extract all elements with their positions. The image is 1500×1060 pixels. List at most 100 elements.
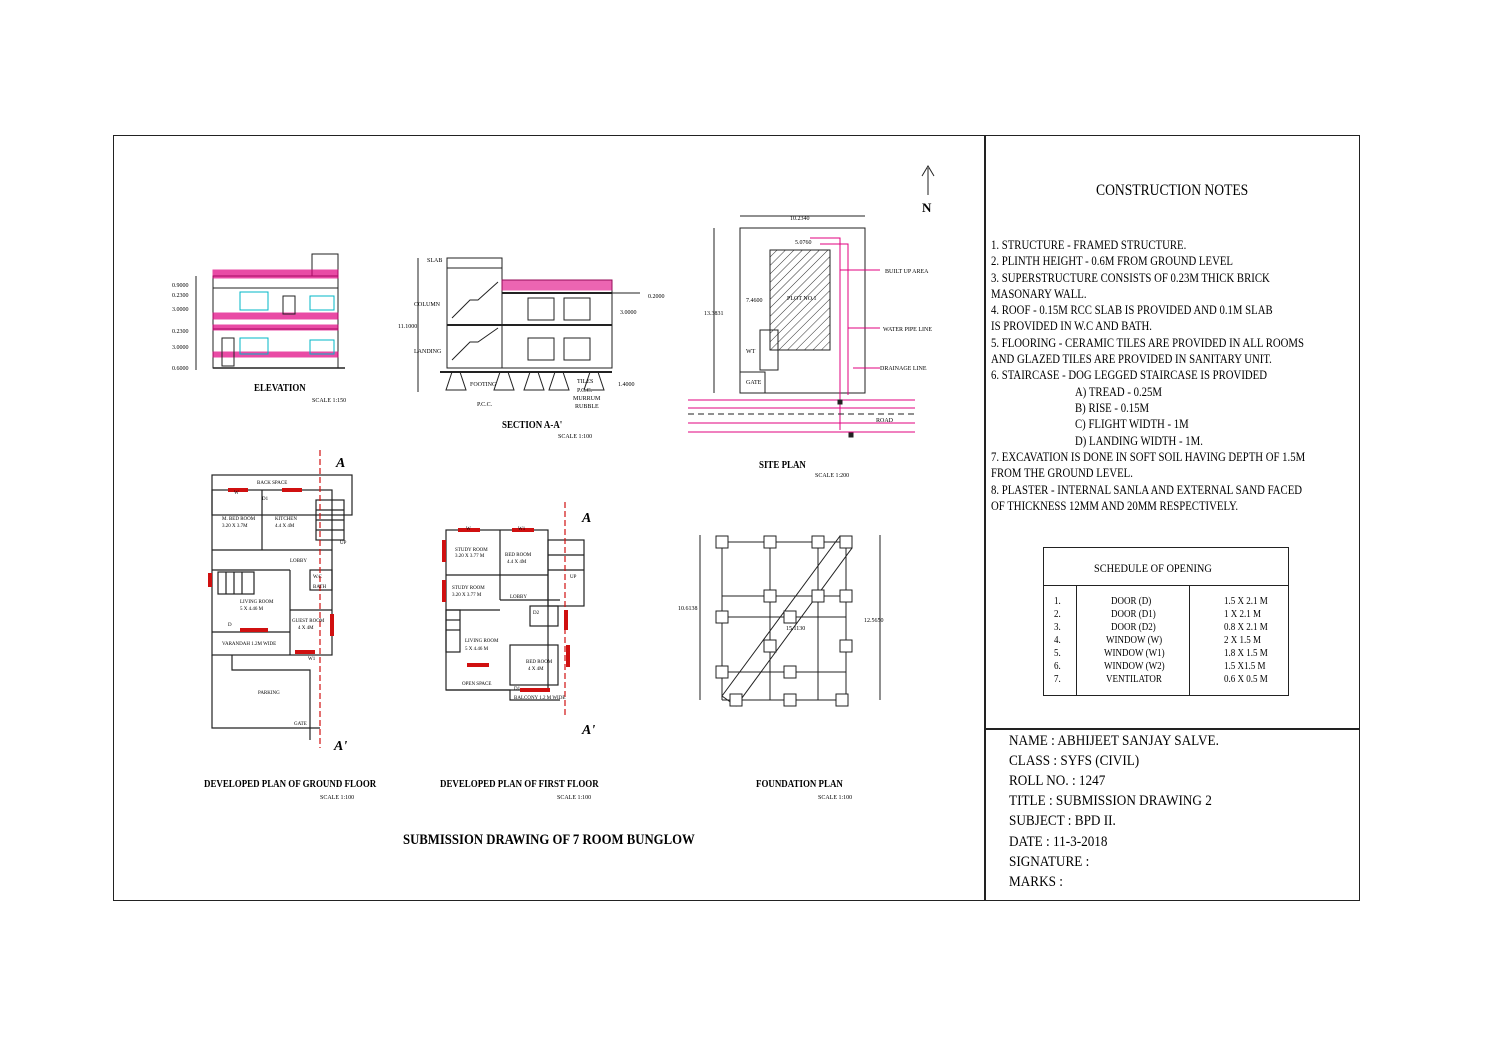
ground-label-living: LIVING ROOM (240, 600, 274, 605)
table-row: 6.WINDOW (W2)1.5 X1.5 M (1054, 661, 1266, 672)
schedule-header: SCHEDULE OF OPENING (1044, 548, 1288, 586)
elevation-drawing (195, 253, 345, 370)
site-plan-drawing (688, 165, 935, 438)
ground-mark-d1: D1 (262, 497, 269, 502)
elevation-dim-floor0: 3.0000 (172, 345, 189, 351)
ground-label-parking: PARKING (258, 691, 280, 696)
first-label-living-size: 5 X 4.46 M (465, 647, 489, 652)
table-row: 4.WINDOW (W)2 X 1.5 M (1054, 635, 1262, 646)
note-line: IS PROVIDED IN W.C AND BATH. (991, 319, 1152, 333)
section-label-pcc2: P.C.C. (577, 388, 593, 394)
main-title: SUBMISSION DRAWING OF 7 ROOM BUNGLOW (403, 832, 695, 848)
info-date: DATE : 11-3-2018 (1009, 834, 1108, 850)
site-dim-height: 13.3831 (704, 311, 724, 317)
ground-label-verandah: VARANDAH 1.2M WIDE (222, 642, 276, 647)
first-mark-d2: D2 (533, 611, 540, 616)
first-label-balcony: BALCONY 1.2 M WIDE (514, 696, 565, 701)
section-label-column: COLUMN (414, 302, 441, 308)
section-label-murrum: MURRUM (573, 396, 601, 402)
info-name: NAME : ABHIJEET SANJAY SALVE. (1009, 733, 1219, 749)
site-label-built-up: BUILT UP AREA (885, 269, 929, 275)
section-label-rubble: RUBBLE (575, 404, 599, 410)
ground-section-mark-top: A (335, 456, 345, 471)
site-plan-scale: SCALE 1:200 (815, 473, 850, 479)
first-floor-caption: DEVELOPED PLAN OF FIRST FLOOR (440, 779, 599, 790)
foundation-footings (715, 535, 853, 707)
first-floor-scale: SCALE 1:100 (557, 795, 592, 801)
site-label-gate: GATE (746, 380, 762, 386)
elevation-dim-slab: 0.2300 (172, 293, 189, 299)
section-dim-parapet: 0.2000 (648, 294, 665, 300)
first-label-lobby: LOBBY (510, 595, 527, 600)
first-section-mark-bottom: A' (581, 723, 595, 738)
note-line: AND GLAZED TILES ARE PROVIDED IN SANITAR… (991, 352, 1272, 366)
site-dim-mid: 7.4600 (746, 298, 763, 304)
table-row: 5.WINDOW (W1)1.8 X 1.5 M (1054, 648, 1268, 659)
table-row: 3.DOOR (D2)0.8 X 2.1 M (1054, 622, 1268, 633)
first-label-bed2-size: 4 X 4M (528, 667, 544, 672)
first-label-study2: STUDY ROOM (452, 586, 485, 591)
drawing-sheet-border (113, 135, 1360, 901)
ground-label-back-space: BACK SPACE (257, 481, 287, 486)
info-roll: ROLL NO. : 1247 (1009, 773, 1106, 789)
first-mark-d1: D1 (514, 687, 521, 692)
ground-label-living-size: 5 X 4.46 M (240, 607, 264, 612)
ground-section-mark-bottom: A' (333, 739, 347, 754)
elevation-dim-floor1: 3.0000 (172, 307, 189, 313)
table-row: 1.DOOR (D)1.5 X 2.1 M (1054, 596, 1268, 607)
note-line: D) LANDING WIDTH - 1M. (1075, 434, 1203, 448)
note-line: 5. FLOORING - CERAMIC TILES ARE PROVIDED… (991, 336, 1304, 350)
first-label-up: UP (570, 575, 577, 580)
ground-label-m-bed-size: 3.20 X 3.7M (222, 524, 248, 529)
site-dim-top: 10.2340 (790, 216, 810, 222)
ground-mark-w1: W (234, 491, 239, 496)
note-line: 1. STRUCTURE - FRAMED STRUCTURE. (991, 238, 1187, 252)
site-label-road: ROAD (876, 418, 894, 424)
foundation-dim-diag: 15.1130 (786, 626, 805, 632)
site-label-drainage: DRAINAGE LINE (880, 366, 927, 372)
note-line: B) RISE - 0.15M (1075, 401, 1150, 415)
note-line: 8. PLASTER - INTERNAL SANLA AND EXTERNAL… (991, 483, 1303, 497)
ground-label-kitchen: KITCHEN (275, 517, 297, 522)
elevation-caption: ELEVATION (254, 383, 306, 394)
first-mark-w1: W1 (518, 527, 526, 532)
section-labels: SLAB COLUMN LANDING FOOTING P.C.C. TILES… (398, 258, 665, 410)
ground-floor-scale: SCALE 1:100 (320, 795, 355, 801)
north-arrow-label: N (922, 200, 932, 215)
schedule-title: SCHEDULE OF OPENING (1094, 563, 1212, 575)
site-dim-inner: 5.0760 (795, 240, 812, 246)
table-row: 2.DOOR (D1)1 X 2.1 M (1054, 609, 1262, 620)
ground-floor-labels: A A' BACK SPACE M. BED ROOM 3.20 X 3.7M … (222, 456, 347, 754)
ground-label-guest-size: 4 X 4M (298, 626, 314, 631)
ground-mark-d: D (228, 623, 232, 628)
info-title: TITLE : SUBMISSION DRAWING 2 (1009, 793, 1212, 809)
first-label-living: LIVING ROOM (465, 639, 499, 644)
section-label-pcc: P.C.C. (477, 402, 493, 408)
info-block-divider (984, 728, 1360, 730)
first-label-open-space: OPEN SPACE (462, 682, 491, 687)
section-label-tiles: TILES (577, 379, 593, 385)
site-label-water-pipe: WATER PIPE LINE (883, 327, 932, 333)
section-caption: SECTION A-A' (502, 420, 563, 431)
first-label-bed1: BED ROOM (505, 553, 532, 558)
ground-label-kitchen-size: 4.4 X 4M (275, 524, 295, 529)
section-drawing (417, 257, 640, 392)
section-dim-height: 11.1000 (398, 324, 417, 330)
first-label-study2-size: 3.20 X 3.77 M (452, 593, 482, 598)
note-line: A) TREAD - 0.25M (1075, 385, 1162, 399)
info-subject: SUBJECT : BPD II. (1009, 813, 1116, 829)
info-signature: SIGNATURE : (1009, 854, 1090, 870)
section-dim-plinth: 1.4000 (618, 382, 635, 388)
note-line: 6. STAIRCASE - DOG LEGGED STAIRCASE IS P… (991, 368, 1268, 382)
ground-label-gate: GATE (294, 722, 307, 727)
first-label-bed1-size: 4.4 X 4M (507, 560, 527, 565)
ground-label-lobby: LOBBY (290, 559, 307, 564)
note-line: C) FLIGHT WIDTH - 1M (1075, 417, 1189, 431)
elevation-dim-parapet: 0.9000 (172, 283, 189, 289)
note-line: MASONARY WALL. (991, 287, 1087, 301)
foundation-dim-right: 12.5650 (864, 618, 884, 624)
site-plan-caption: SITE PLAN (759, 460, 806, 471)
ground-floor-caption: DEVELOPED PLAN OF GROUND FLOOR (204, 779, 377, 790)
